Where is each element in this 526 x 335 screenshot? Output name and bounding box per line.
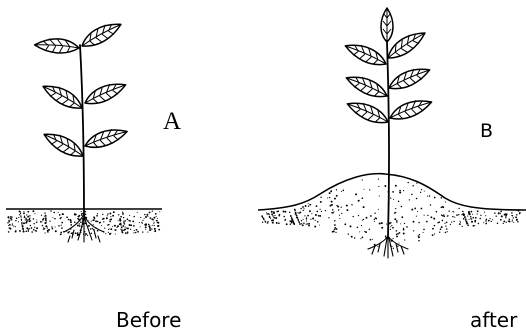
roots-b (368, 236, 408, 258)
caption-after: after (470, 308, 518, 332)
label-a: A (163, 108, 181, 135)
soil-stipple-b (261, 179, 520, 249)
leaf-b-3-right (388, 97, 434, 121)
ground-mound-line-b (258, 174, 526, 210)
leaf-a-low-left (40, 130, 87, 160)
caption-before: Before (116, 308, 181, 332)
leaf-b-1-left (343, 41, 390, 67)
stem-b (387, 42, 389, 236)
leaf-b-2-right (386, 65, 433, 91)
stem-a (80, 45, 84, 214)
leaf-a-top-left (34, 36, 79, 55)
leaf-b-2-left (344, 73, 391, 99)
leaf-a-low-right (83, 127, 129, 150)
plant-a (6, 20, 162, 242)
leaf-b-3-left (345, 99, 392, 125)
roots-a (64, 214, 104, 242)
leaf-a-mid-right (82, 80, 129, 106)
leaf-a-mid-left (39, 82, 86, 112)
label-b: B (480, 120, 493, 142)
leaf-a-top-right (78, 20, 125, 50)
bud-b-top (381, 8, 393, 42)
